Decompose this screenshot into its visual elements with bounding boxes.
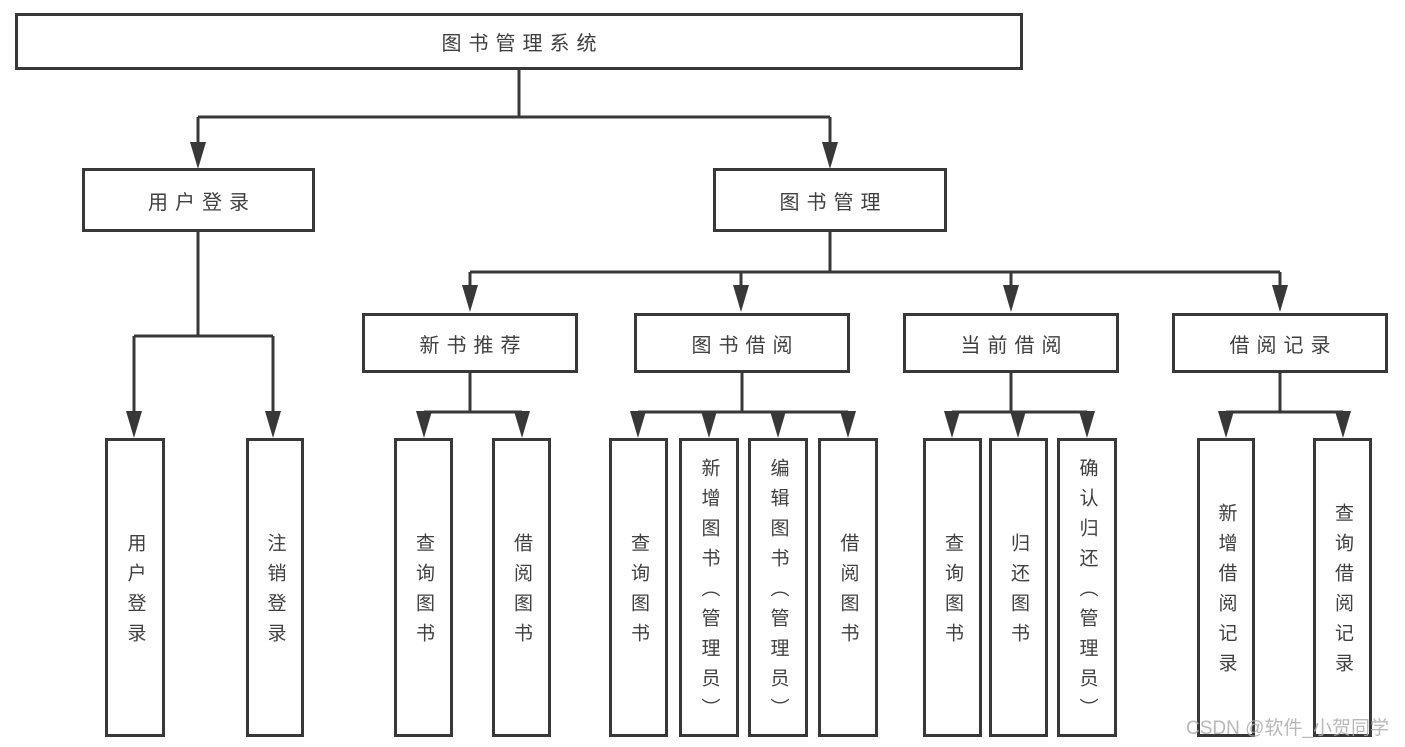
leaf-query-books-current: 查询图书 [923, 438, 982, 737]
node-label: 确认归还（管理员） [1076, 458, 1098, 728]
arrowhead-icon [514, 411, 530, 438]
arrowhead-icon [770, 411, 786, 438]
arrowhead-icon [701, 411, 717, 438]
node-label: 用户登录 [148, 191, 256, 214]
leaf-query-borrow-record: 查询借阅记录 [1313, 438, 1372, 737]
leaf-query-books-borrow: 查询图书 [609, 438, 668, 737]
node-label: 新增图书（管理员） [698, 458, 720, 728]
node-label: 用户登录 [124, 533, 146, 653]
connector-current-borrow-to-children [950, 373, 1089, 416]
arrowhead-icon [733, 285, 749, 312]
arrowhead-icon [1218, 411, 1234, 438]
node-label: 借阅图书 [837, 533, 859, 653]
arrowhead-icon [822, 142, 838, 169]
node-label: 查询借阅记录 [1332, 503, 1353, 683]
connector-borrow-records-to-children [1224, 373, 1345, 416]
leaf-add-books-admin: 新增图书（管理员） [679, 438, 739, 737]
node-current-borrowing: 当前借阅 [903, 313, 1119, 373]
leaf-add-borrow-record: 新增借阅记录 [1197, 438, 1255, 737]
node-label: 当前借阅 [960, 334, 1069, 357]
node-user-login: 用户登录 [82, 168, 315, 232]
leaf-return-books: 归还图书 [989, 438, 1048, 737]
leaf-user-login: 用户登录 [105, 438, 165, 737]
arrowhead-icon [190, 142, 206, 169]
connector-new-book-rec-to-children [422, 373, 524, 416]
node-label: 查询图书 [942, 533, 963, 653]
node-borrowing-records: 借阅记录 [1172, 313, 1388, 373]
csdn-watermark: CSDN @软件_小贺同学 [1186, 718, 1389, 739]
arrowhead-icon [1010, 411, 1026, 438]
arrowhead-icon [1003, 285, 1019, 312]
arrowhead-icon [126, 411, 142, 438]
node-library-management-system: 图书管理系统 [15, 13, 1023, 70]
connector-root-to-level2 [196, 70, 832, 146]
leaf-confirm-return-admin: 确认归还（管理员） [1057, 438, 1117, 737]
arrowhead-icon [840, 411, 856, 438]
leaf-borrow-books: 借阅图书 [818, 438, 878, 737]
leaf-query-books-recommend: 查询图书 [394, 438, 453, 737]
arrowhead-icon [944, 411, 960, 438]
arrowhead-icon [265, 411, 281, 438]
connector-book-borrow-to-children [636, 373, 850, 416]
arrowhead-icon [462, 285, 478, 312]
connector-user-login-to-children [132, 232, 275, 414]
leaf-borrow-books-recommend: 借阅图书 [492, 438, 551, 737]
arrowhead-icon [1335, 411, 1351, 438]
node-book-borrowing: 图书借阅 [634, 313, 850, 373]
arrowhead-icon [416, 411, 432, 438]
node-label: 图书管理 [779, 191, 888, 214]
node-label: 图书管理系统 [441, 33, 604, 55]
arrowhead-icon [630, 411, 646, 438]
node-label: 编辑图书（管理员） [767, 458, 789, 728]
arrowheads [126, 142, 1351, 438]
node-label: 注销登录 [264, 533, 286, 653]
node-label: 借阅记录 [1229, 334, 1338, 357]
node-label: 图书借阅 [691, 334, 800, 357]
arrowhead-icon [1079, 411, 1095, 438]
node-label: 查询图书 [628, 533, 649, 653]
node-label: 新增借阅记录 [1215, 503, 1237, 683]
leaf-logout: 注销登录 [246, 438, 304, 737]
node-label: 新书推荐 [419, 334, 528, 357]
node-label: 归还图书 [1008, 533, 1029, 653]
node-book-management: 图书管理 [713, 168, 947, 232]
arrowhead-icon [1272, 285, 1288, 312]
node-label: 查询图书 [413, 533, 434, 653]
leaf-edit-books-admin: 编辑图书（管理员） [748, 438, 808, 737]
node-new-book-recommendation: 新书推荐 [362, 313, 578, 373]
connector-book-mgmt-to-level3 [468, 232, 1282, 288]
node-label: 借阅图书 [511, 533, 532, 653]
